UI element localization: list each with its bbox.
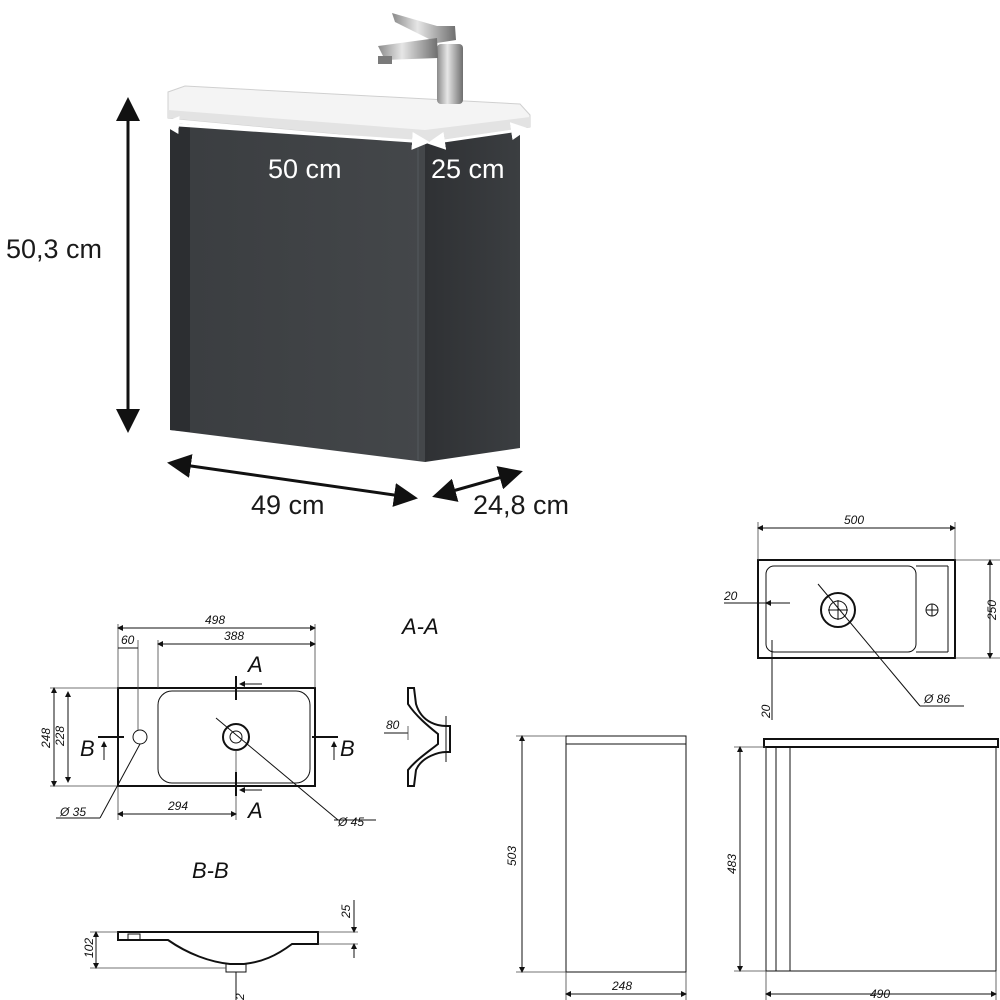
dim-2: 2 (233, 993, 247, 1000)
bottom-width-arrow (167, 454, 418, 507)
height-label: 50,3 cm (6, 234, 102, 264)
top-view-bowl (765, 565, 917, 653)
dim-25: 25 (339, 904, 353, 919)
dim-498: 498 (205, 613, 225, 627)
dim-250: 250 (985, 600, 999, 621)
cabinet-front (170, 123, 425, 462)
section-aa: A-A 80 (384, 614, 451, 787)
dim-228: 228 (53, 726, 67, 747)
bottom-depth-arrow (432, 466, 523, 502)
side-view-drawing: 503 248 (505, 735, 687, 1000)
cut-a-bottom: A (246, 798, 263, 823)
basin-outline (117, 687, 316, 787)
section-aa-profile (407, 687, 451, 787)
front-view-body (765, 746, 997, 972)
basin-plan-drawing: 498 388 60 248 228 294 Ø 35 Ø 45 A A (39, 613, 376, 829)
top-view-drain (820, 592, 856, 628)
cabinet-render: 50 cm 25 cm (161, 13, 531, 462)
dim-102: 102 (82, 938, 96, 958)
cabinet-side (425, 128, 520, 462)
side-view-body (565, 743, 687, 973)
cabinet-left-frame (170, 123, 190, 432)
section-bb-profile (117, 931, 319, 965)
front-view-top (763, 738, 999, 748)
cut-b-right: B (340, 736, 355, 761)
dim-388: 388 (224, 629, 244, 643)
dim-248: 248 (39, 728, 53, 749)
top-view-drawing: 500 250 20 20 Ø 86 (723, 513, 1000, 720)
dim-d35: Ø 35 (59, 805, 86, 819)
side-view-top (565, 735, 687, 745)
dim-248-side: 248 (611, 979, 632, 993)
top-width-label: 50 cm (268, 154, 342, 184)
dim-80: 80 (386, 718, 400, 732)
tap (378, 13, 463, 104)
dim-d45: Ø 45 (337, 815, 364, 829)
section-bb: B-B 25 102 2 (82, 858, 358, 1000)
front-view-drawing: 483 490 (725, 738, 999, 1000)
dim-60: 60 (121, 633, 135, 647)
section-bb-title: B-B (192, 858, 229, 883)
cut-a-top: A (246, 652, 263, 677)
dim-490: 490 (870, 987, 890, 1000)
tap-hole (132, 729, 148, 745)
drain-hole-outer (222, 723, 250, 751)
top-view-outline (757, 559, 956, 659)
dim-500: 500 (844, 513, 864, 527)
top-width-arrow (161, 116, 430, 150)
dim-20-y: 20 (759, 704, 773, 719)
bottom-width-label: 49 cm (251, 490, 325, 520)
basin-bowl (157, 690, 311, 784)
dim-d86: Ø 86 (923, 692, 950, 706)
top-depth-label: 25 cm (431, 154, 505, 184)
dim-294: 294 (167, 799, 188, 813)
cut-b-left: B (80, 736, 95, 761)
drain-hole-inner (229, 730, 243, 744)
dim-20-x: 20 (723, 589, 738, 603)
dim-503: 503 (505, 846, 519, 866)
section-aa-title: A-A (400, 614, 439, 639)
top-depth-arrow (427, 122, 529, 150)
dim-483: 483 (725, 854, 739, 874)
bottom-depth-label: 24,8 cm (473, 490, 569, 520)
